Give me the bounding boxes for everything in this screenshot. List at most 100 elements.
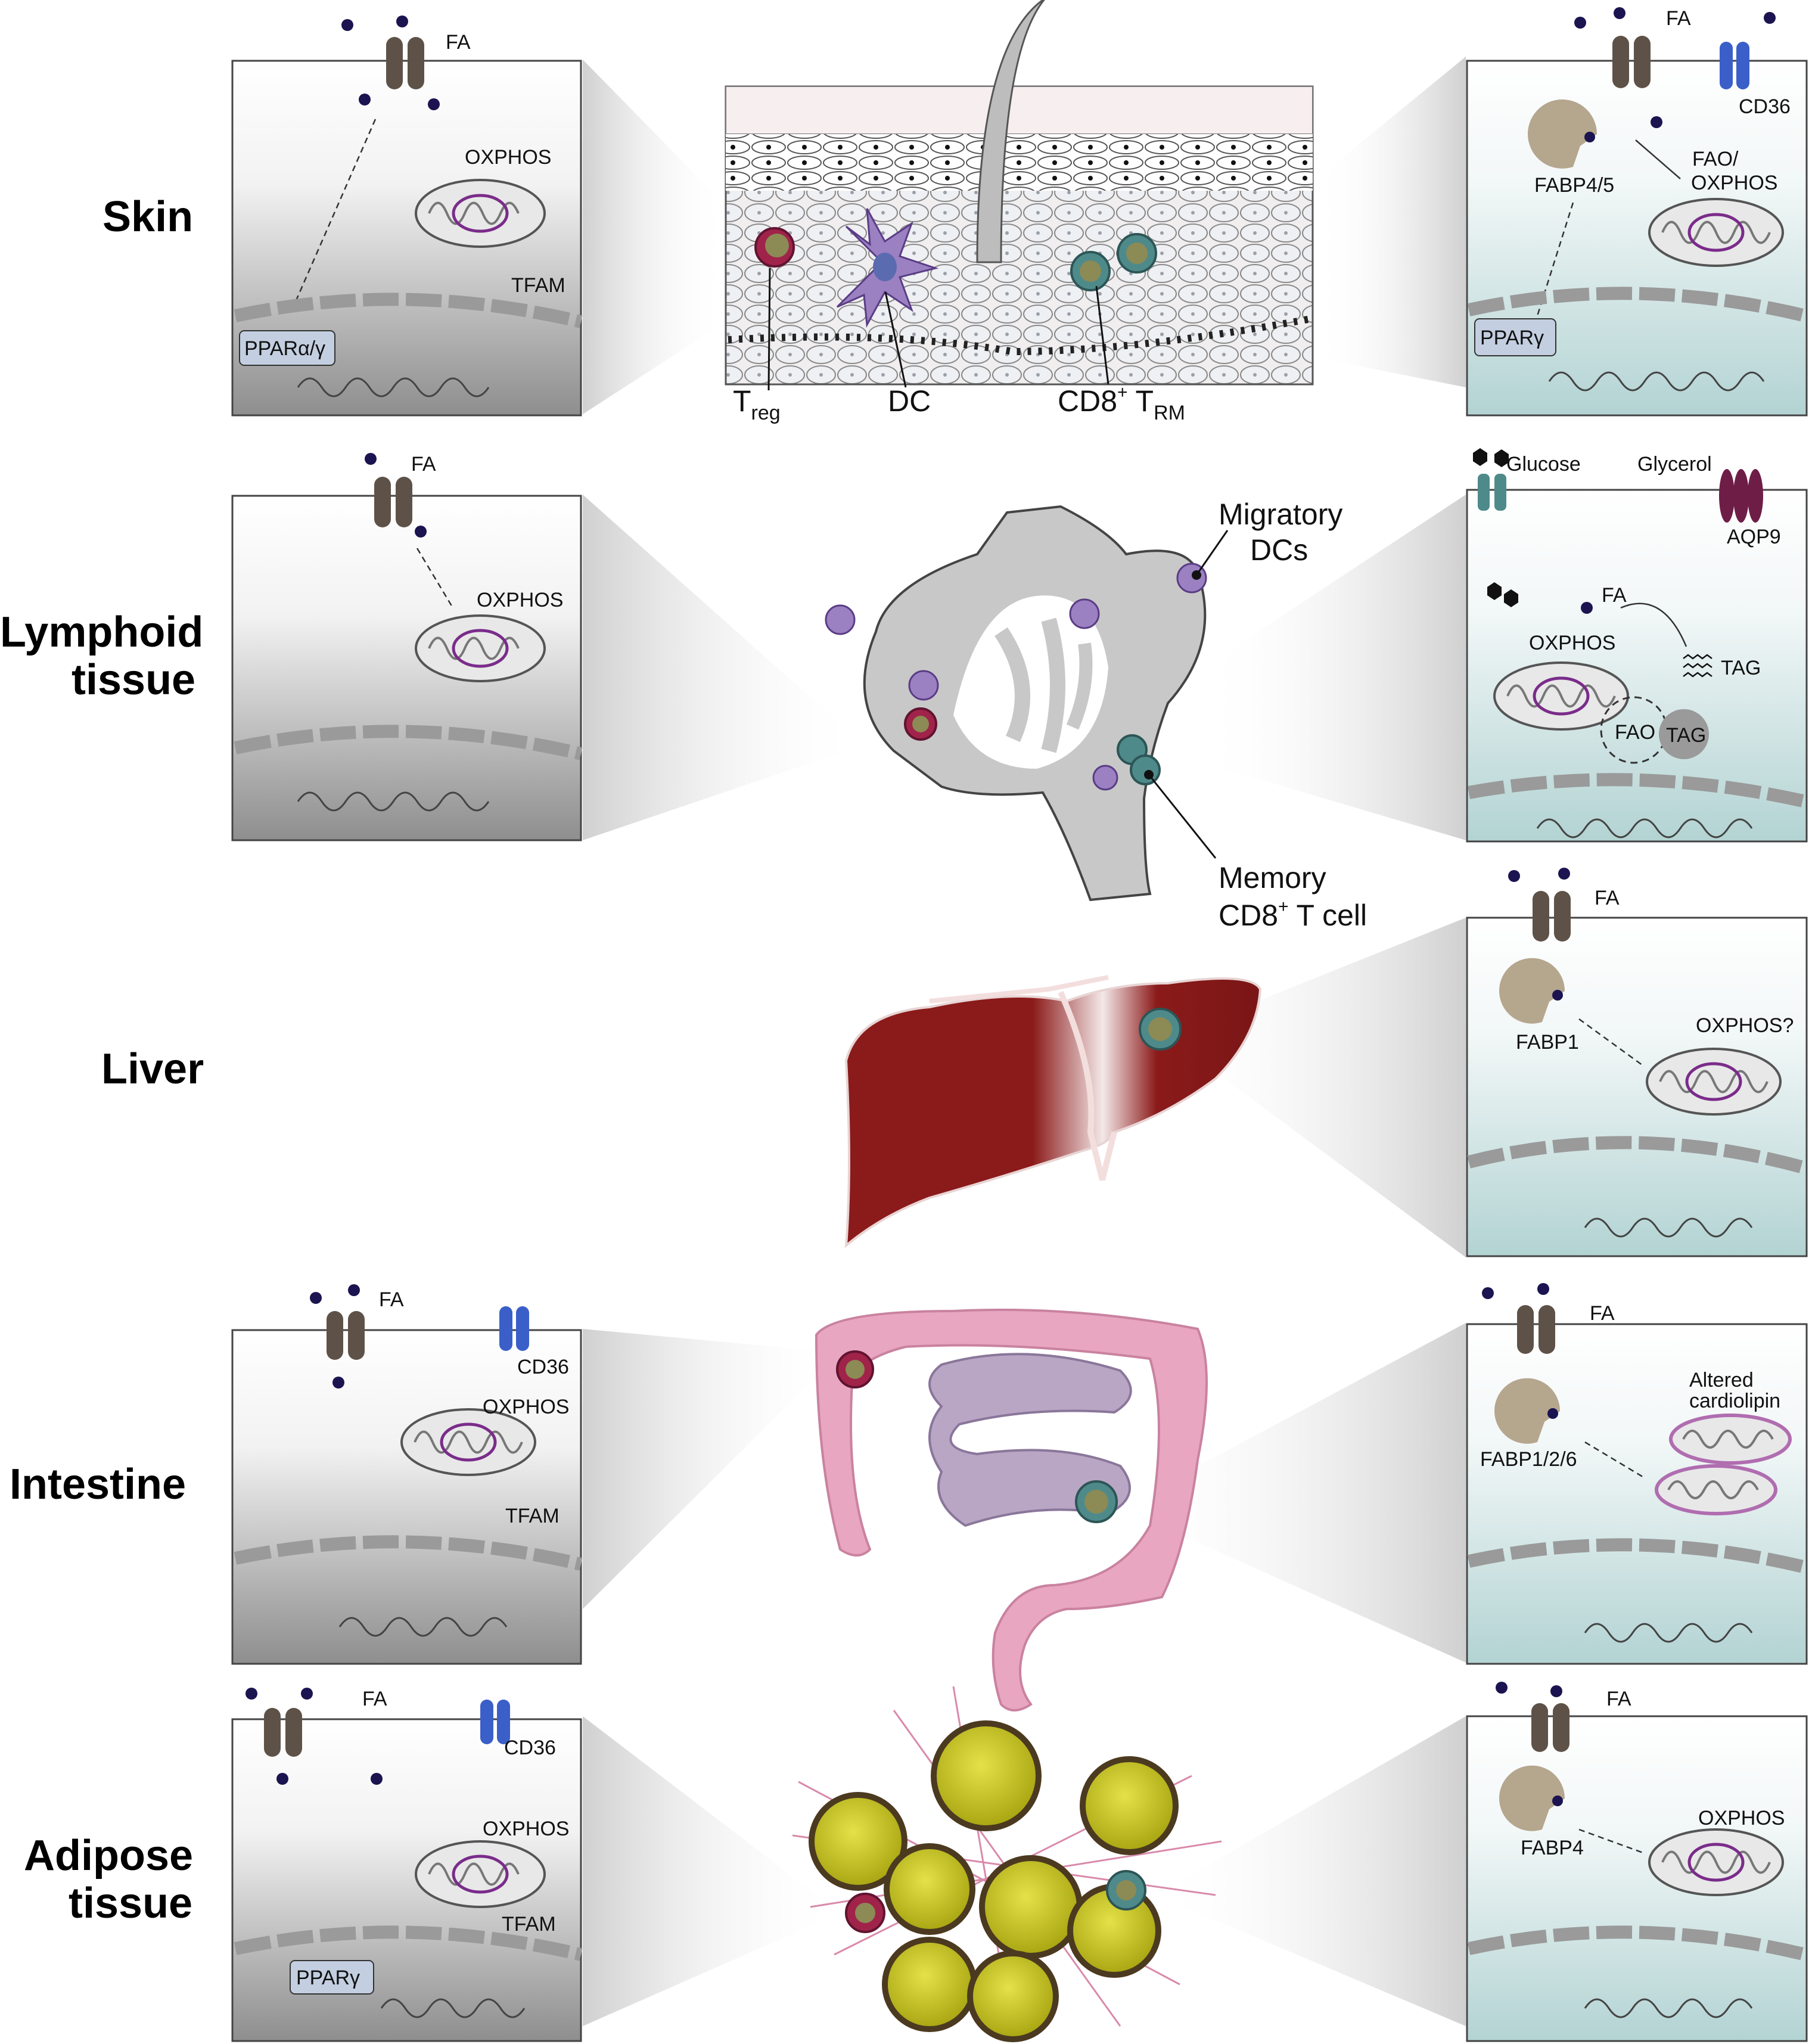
medullary-cord	[1066, 642, 1093, 730]
glucose-icon	[1473, 448, 1487, 466]
panel-adipose-right: FA FABP4 OXPHOS	[1466, 1682, 1808, 2042]
fa-label: FA	[411, 453, 436, 476]
cd36-receptor	[499, 1306, 512, 1351]
panel-lymphoid-right: Glucose Glycerol AQP9 FA OXPHOS TAG FAO …	[1466, 448, 1808, 843]
signal-arrow	[291, 119, 377, 310]
cd36-receptor	[480, 1700, 493, 1744]
fatty-acid-icon	[1537, 1283, 1549, 1295]
signal-arrow	[1578, 1018, 1645, 1068]
glucose-icon	[1494, 449, 1509, 467]
oxphos-label: OXPHOS	[465, 146, 551, 169]
mitochondrion	[415, 179, 546, 248]
signal-arrow	[1578, 1828, 1645, 1854]
leader-line	[1148, 774, 1217, 859]
fatty-acid-icon	[1508, 870, 1520, 882]
fatty-acid-icon	[1482, 1287, 1494, 1299]
fa-label: FA	[1590, 1302, 1615, 1325]
altered-mitochondrion	[1669, 1414, 1792, 1465]
adipocyte	[882, 1937, 977, 2032]
migratory-label-line1: Migratory	[1219, 498, 1342, 531]
altered-label-line1: Altered	[1689, 1369, 1754, 1391]
treg-label: Treg	[733, 384, 781, 424]
mitochondrion	[400, 1408, 536, 1476]
leader-dot	[1192, 570, 1201, 580]
fatty-acid-icon	[1574, 17, 1586, 29]
fabp-label: FABP4/5	[1534, 174, 1614, 197]
ppar-label: PPARγ	[296, 1967, 360, 1989]
nuclear-envelope	[234, 725, 583, 760]
intestine-right-beam	[1120, 1323, 1466, 1663]
altered-mitochondrion	[1655, 1464, 1777, 1515]
glucose-icon	[1487, 582, 1502, 600]
treg-nucleus	[855, 1903, 875, 1923]
hair-shaft	[976, 0, 1045, 263]
lymph-node: Migratory DCs Memory CD8+ T cell	[825, 498, 1367, 932]
cd36-label: CD36	[504, 1737, 556, 1759]
tissue-label-adipose: Adipose	[24, 1832, 193, 1880]
tissue-label-intestine: Intestine	[10, 1461, 186, 1508]
adipose-left-beam	[583, 1716, 840, 2026]
mitochondrion	[415, 614, 546, 682]
ppar-box	[239, 330, 335, 366]
fatty-acid-icon	[371, 1773, 383, 1785]
fabp-label: FABP1/2/6	[1480, 1448, 1577, 1471]
signal-arrow	[1584, 1441, 1645, 1479]
dna-helix	[297, 377, 490, 397]
glut-receptor	[1494, 474, 1506, 511]
mitochondrion	[1493, 661, 1629, 731]
small-intestine	[928, 1353, 1132, 1527]
nuclear-envelope	[234, 1925, 583, 1961]
treg-nucleus	[765, 234, 789, 257]
lipid-droplet	[1659, 709, 1709, 759]
fao-label-line1: FAO/	[1692, 148, 1739, 170]
oxphos-label: OXPHOS	[1529, 632, 1615, 654]
tfam-label: TFAM	[502, 1913, 556, 1936]
fatty-acid-icon	[245, 1688, 257, 1700]
mitochondrion	[1648, 198, 1784, 267]
altered-label-line2: cardiolipin	[1689, 1390, 1780, 1412]
glycerol-label: Glycerol	[1637, 453, 1712, 476]
dna-helix	[1584, 1998, 1753, 2018]
signal-arrow	[416, 548, 454, 608]
skin-left-beam	[583, 60, 726, 414]
fatty-acid-icon	[310, 1292, 322, 1304]
fabp-protein	[1494, 1378, 1561, 1444]
dendritic-cell	[836, 208, 939, 328]
panel-liver-right: FA FABP1 OXPHOS?	[1466, 868, 1808, 1257]
nuclear-envelope	[1467, 1538, 1807, 1574]
tissue-label-lymphoid: Lymphoid	[0, 608, 203, 656]
oxphos-label: OXPHOS?	[1696, 1014, 1794, 1037]
large-intestine	[815, 1309, 1208, 1711]
leader-line	[1095, 285, 1109, 385]
mitochondrion	[415, 1840, 546, 1908]
treg-nucleus	[846, 1360, 865, 1379]
fa-label: FA	[446, 31, 471, 54]
fatty-acid-icon	[1614, 7, 1625, 19]
nuclear-envelope	[1467, 1925, 1807, 1961]
dna-helix	[1548, 371, 1765, 392]
liver-ligament	[929, 975, 1109, 1004]
fabp-label: FABP1	[1516, 1031, 1579, 1054]
fa-label: FA	[1602, 584, 1627, 607]
cd36-receptor	[1736, 42, 1749, 89]
leader-dot	[1144, 770, 1154, 779]
fa-label: FA	[1666, 7, 1691, 30]
nuclear-envelope	[1467, 1136, 1807, 1175]
dna-helix	[1584, 1217, 1753, 1238]
liver-right-beam	[1168, 918, 1466, 1257]
liver	[844, 975, 1262, 1248]
conversion-arrow	[1620, 602, 1687, 647]
fatty-acid-icon	[341, 19, 353, 31]
trm-nucleus	[1084, 1490, 1108, 1514]
tag-chains	[1683, 654, 1712, 678]
nuclear-envelope	[1468, 773, 1807, 808]
leader-line	[1195, 530, 1229, 576]
fatty-acid-icon	[1550, 1685, 1562, 1697]
cd36-receptor	[516, 1306, 529, 1351]
fatty-acid-icon	[1581, 602, 1593, 614]
fatty-acid-icon	[396, 15, 408, 27]
fatty-acid-icon	[1558, 868, 1570, 880]
adipocyte	[1080, 1756, 1179, 1855]
oxphos-label: OXPHOS	[483, 1396, 569, 1418]
liver-outline	[844, 977, 1262, 1248]
